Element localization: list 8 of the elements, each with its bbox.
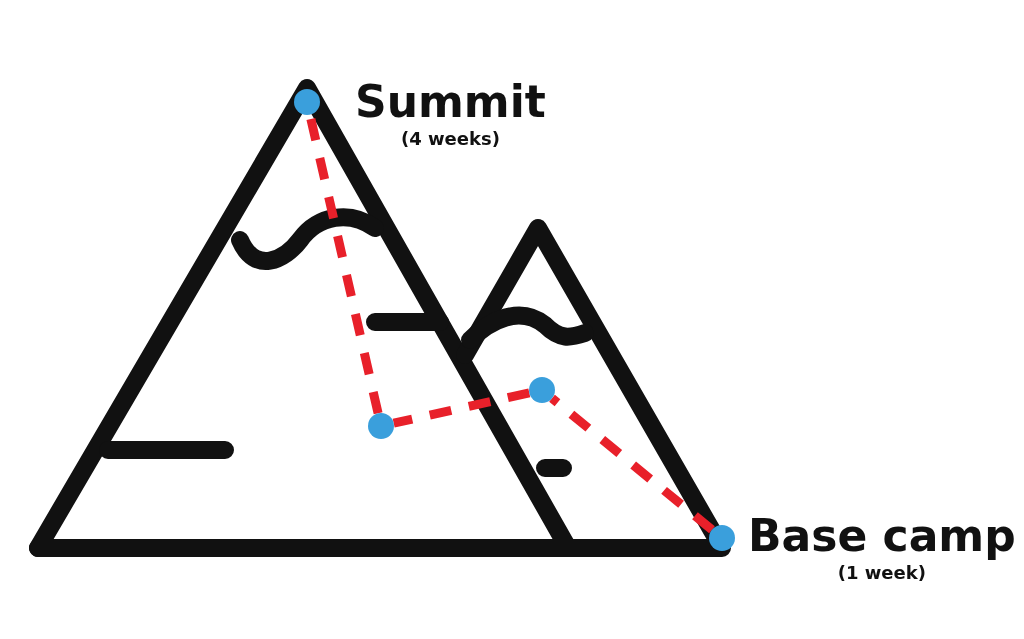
duration-label: (4 weeks) [400, 127, 500, 152]
waypoint-dot [529, 377, 555, 403]
place-label: Summit [355, 78, 546, 127]
dashed-route-line [549, 394, 715, 534]
duration-label: (1 week) [837, 561, 926, 586]
place-label: Base camp [748, 512, 1016, 561]
waypoint-dot [709, 525, 735, 551]
waypoint-dot [368, 413, 394, 439]
